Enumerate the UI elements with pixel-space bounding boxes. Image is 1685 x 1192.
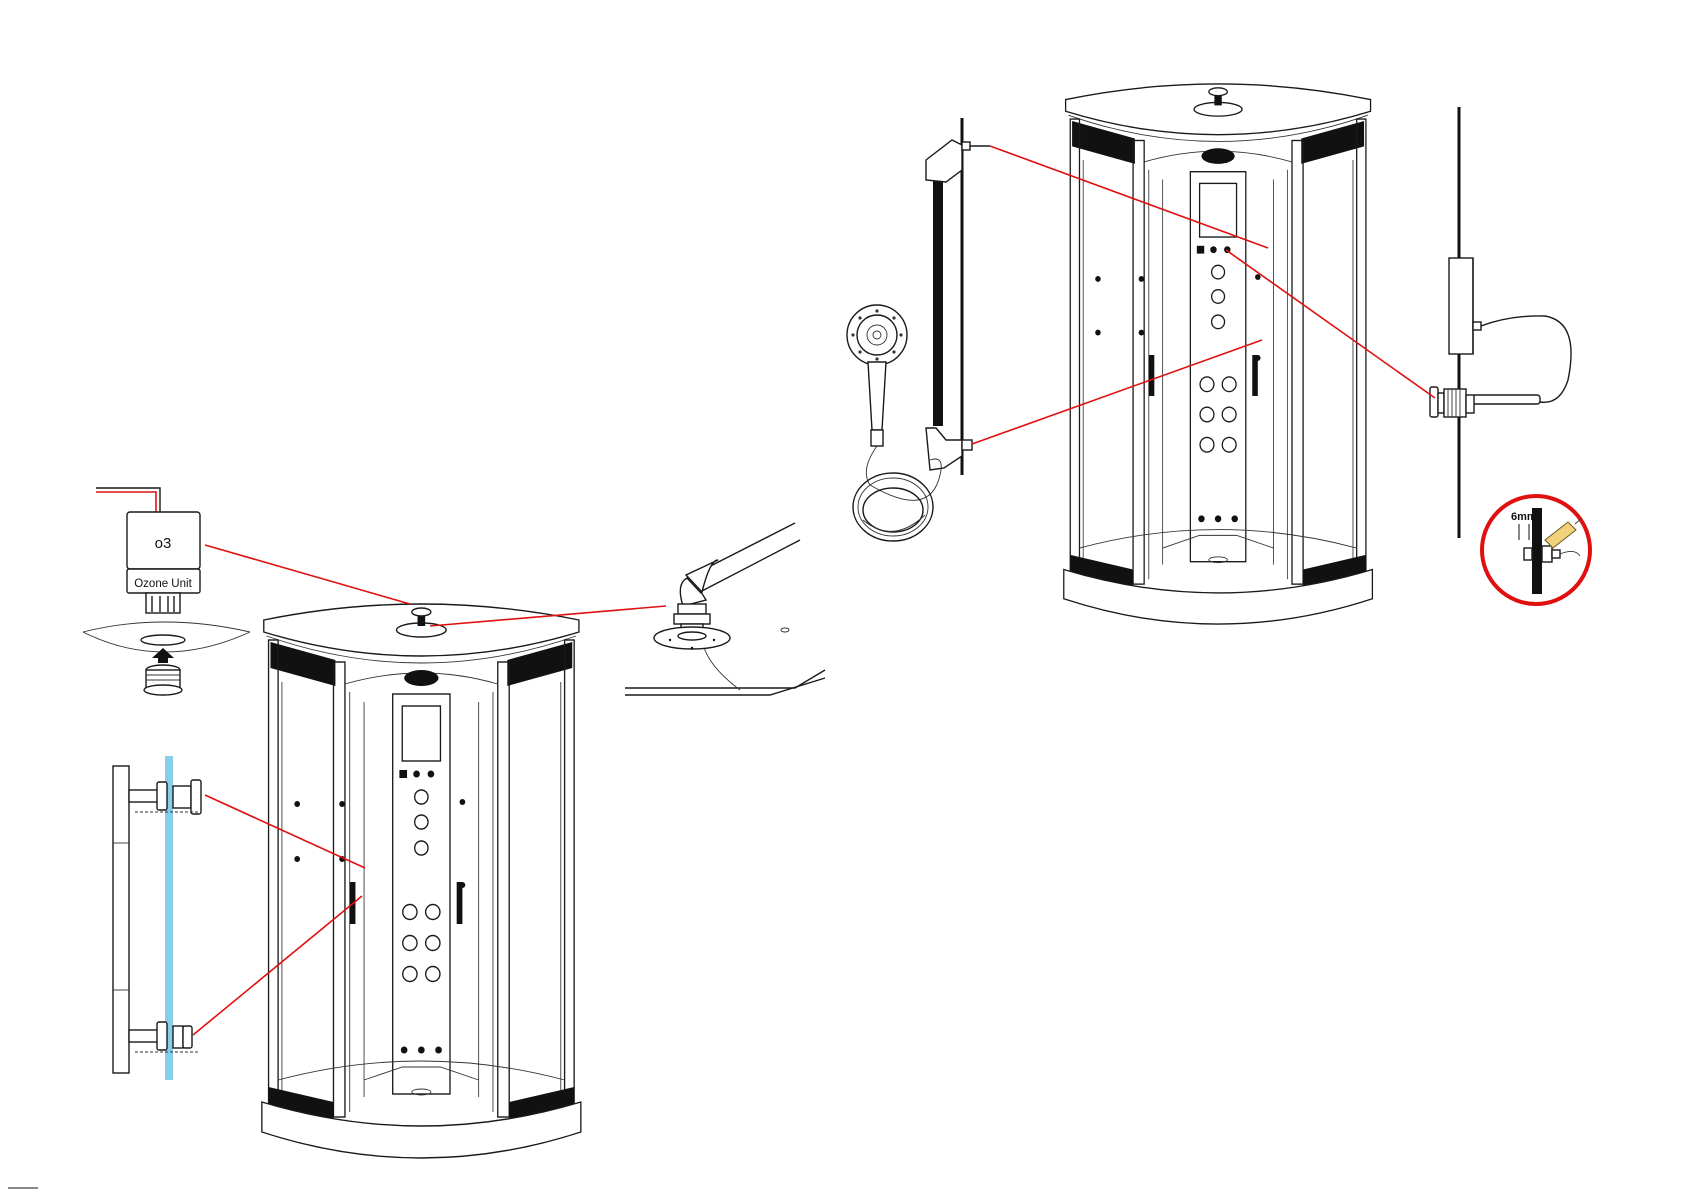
ozone-roof-plate xyxy=(83,622,250,652)
handheld-shower-detail xyxy=(847,118,990,541)
magnified-detail-callout: 6mm xyxy=(1482,496,1590,604)
connector-side-detail xyxy=(1430,107,1571,538)
shower-cabin-right xyxy=(1064,84,1373,624)
dimension-label: 6mm xyxy=(1511,511,1537,523)
hose-elbow-detail xyxy=(625,523,825,695)
shower-cabin-left xyxy=(262,604,581,1158)
leader-lines xyxy=(193,146,1435,1035)
door-handle-detail xyxy=(113,756,201,1080)
ozone-unit: o3 Ozone Unit xyxy=(96,488,200,613)
ozone-unit-label: Ozone Unit xyxy=(134,578,192,590)
threaded-connector xyxy=(144,665,182,695)
ozone-unit-symbol: o3 xyxy=(155,535,172,552)
up-arrow-icon xyxy=(152,648,174,663)
